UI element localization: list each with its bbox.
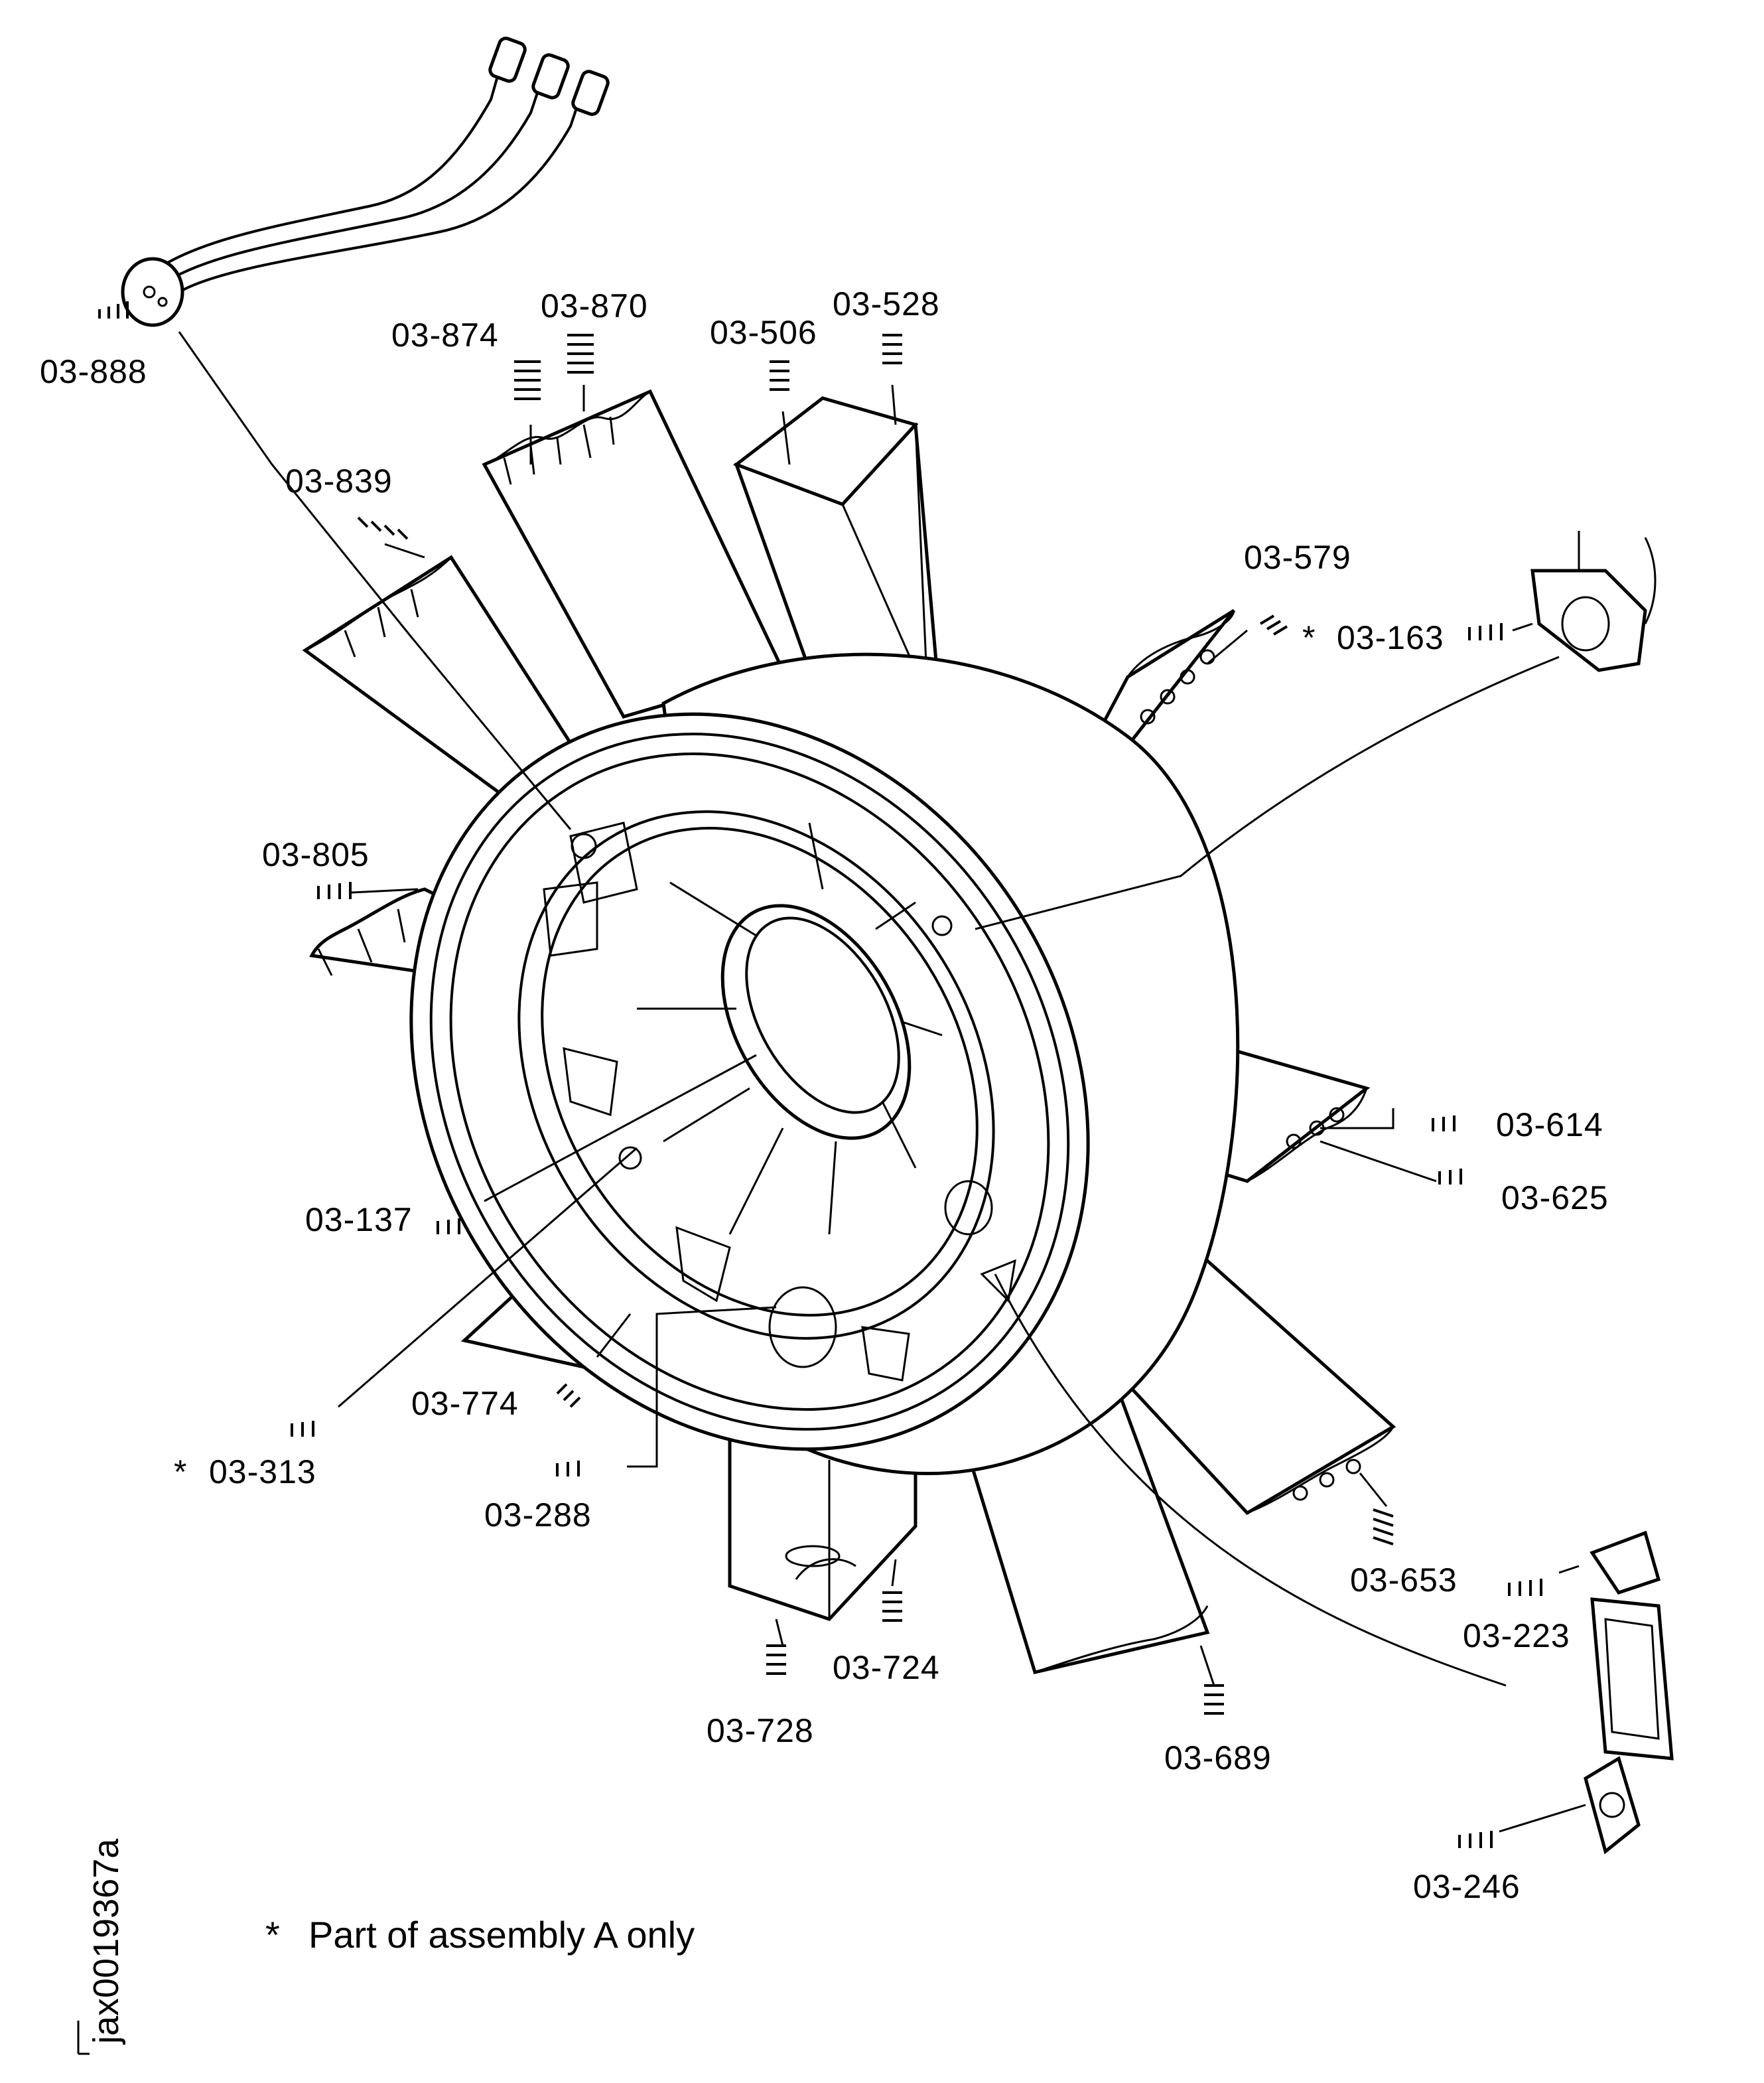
mount-bracket-top-right bbox=[1530, 531, 1657, 672]
bolt-icon bbox=[357, 516, 409, 540]
bolt-icon bbox=[514, 360, 541, 400]
part-label-03-528: 03-528 bbox=[833, 285, 940, 323]
bolt-icon bbox=[1204, 1684, 1224, 1715]
bolt-icon bbox=[556, 1383, 581, 1408]
bracket-223 bbox=[1590, 1530, 1674, 1760]
footnote-text: Part of assembly A only bbox=[308, 1914, 695, 1956]
footnote-asterisk: * bbox=[265, 1914, 280, 1956]
bolt-icon bbox=[1438, 1169, 1462, 1185]
part-label-03-689: 03-689 bbox=[1164, 1739, 1272, 1776]
bolt-icon bbox=[1508, 1579, 1542, 1596]
part-label-03-625: 03-625 bbox=[1501, 1179, 1609, 1216]
part-label-03-724: 03-724 bbox=[833, 1649, 940, 1686]
asterisk-03-163: * bbox=[1302, 619, 1316, 656]
bolt-icon bbox=[556, 1461, 580, 1476]
bolt-icon bbox=[766, 1644, 786, 1675]
bolt-icon bbox=[770, 360, 789, 391]
part-label-03-246: 03-246 bbox=[1413, 1868, 1521, 1905]
bolt-icon bbox=[317, 882, 352, 899]
bolt-icon bbox=[1468, 623, 1503, 640]
bolt-icon bbox=[567, 334, 594, 374]
part-label-03-614: 03-614 bbox=[1496, 1106, 1603, 1143]
leader-lines bbox=[178, 331, 1586, 1833]
bolt-icon bbox=[882, 1591, 902, 1622]
bracket-246 bbox=[1584, 1756, 1641, 1855]
part-label-03-653: 03-653 bbox=[1350, 1561, 1458, 1599]
part-label-03-774: 03-774 bbox=[411, 1385, 519, 1422]
part-label-03-870: 03-870 bbox=[541, 287, 648, 324]
bolt-icon bbox=[291, 1421, 314, 1437]
bolt-icon bbox=[437, 1218, 460, 1234]
pipe-assembly bbox=[121, 36, 610, 327]
figure-id: jax0019367a bbox=[86, 1838, 126, 2045]
bolt-icon bbox=[1458, 1831, 1493, 1848]
strut-left-upper bbox=[302, 555, 573, 799]
part-label-03-805: 03-805 bbox=[262, 836, 370, 873]
part-label-03-728: 03-728 bbox=[707, 1712, 814, 1749]
bolt-icon bbox=[882, 334, 902, 364]
part-label-03-137: 03-137 bbox=[305, 1201, 413, 1238]
bolt-icon bbox=[1432, 1115, 1456, 1131]
part-label-03-223: 03-223 bbox=[1463, 1617, 1570, 1654]
bolt-icon bbox=[98, 301, 129, 319]
part-label-03-579: 03-579 bbox=[1244, 539, 1351, 576]
part-label-03-163: 03-163 bbox=[1337, 619, 1444, 656]
strut-upper-left bbox=[482, 389, 785, 719]
asterisk-03-313: * bbox=[174, 1453, 187, 1490]
part-label-03-839: 03-839 bbox=[285, 463, 393, 500]
figure-id-corner-mark bbox=[77, 2021, 90, 2055]
bolt-icon bbox=[1259, 614, 1288, 636]
part-label-03-288: 03-288 bbox=[484, 1496, 592, 1534]
hub-ring bbox=[409, 712, 1090, 1451]
bolt-icon bbox=[1373, 1508, 1394, 1545]
part-label-03-313: 03-313 bbox=[209, 1453, 316, 1490]
part-label-03-888: 03-888 bbox=[40, 353, 147, 390]
part-label-03-506: 03-506 bbox=[710, 314, 817, 351]
part-label-03-874: 03-874 bbox=[391, 317, 499, 354]
